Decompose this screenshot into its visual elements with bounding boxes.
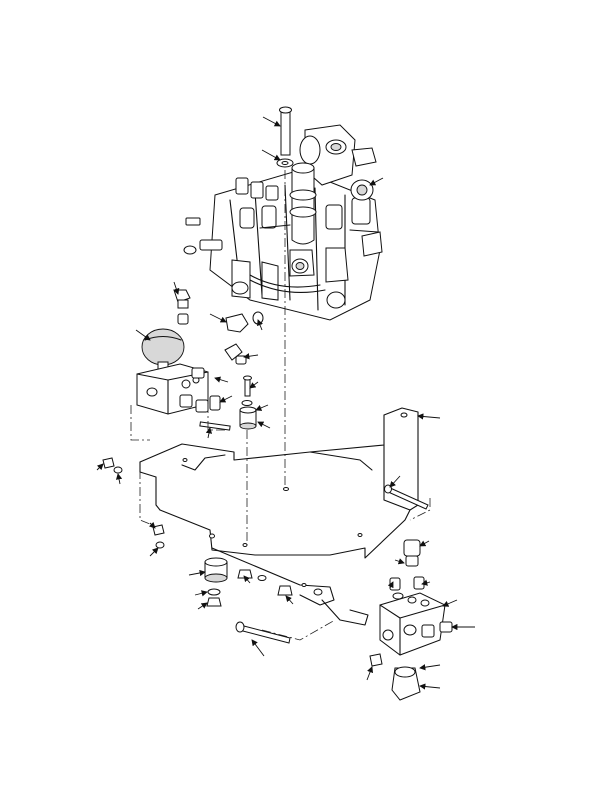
- pilot-valve-assembly: [369, 539, 453, 701]
- main-control-valve-assembly: [183, 106, 383, 321]
- left-side-hardware: [102, 457, 165, 549]
- spool-fittings: [183, 177, 374, 255]
- long-bolt-lower: [235, 621, 291, 644]
- rubber-isolator-mount: [204, 557, 228, 607]
- manifold-block: [136, 363, 221, 415]
- elbow-fitting-left: [173, 289, 191, 325]
- nuts-and-washers: [237, 569, 293, 596]
- long-bolt-right: [384, 484, 429, 510]
- callout-leaders: [96, 116, 475, 690]
- long-bolt: [279, 106, 292, 156]
- washer-top: [276, 158, 294, 168]
- mounting-bracket-plate: [139, 407, 419, 626]
- elbow-fitting-middle: [224, 311, 264, 365]
- accumulator: [141, 328, 185, 370]
- bolts-below-block: [199, 375, 257, 431]
